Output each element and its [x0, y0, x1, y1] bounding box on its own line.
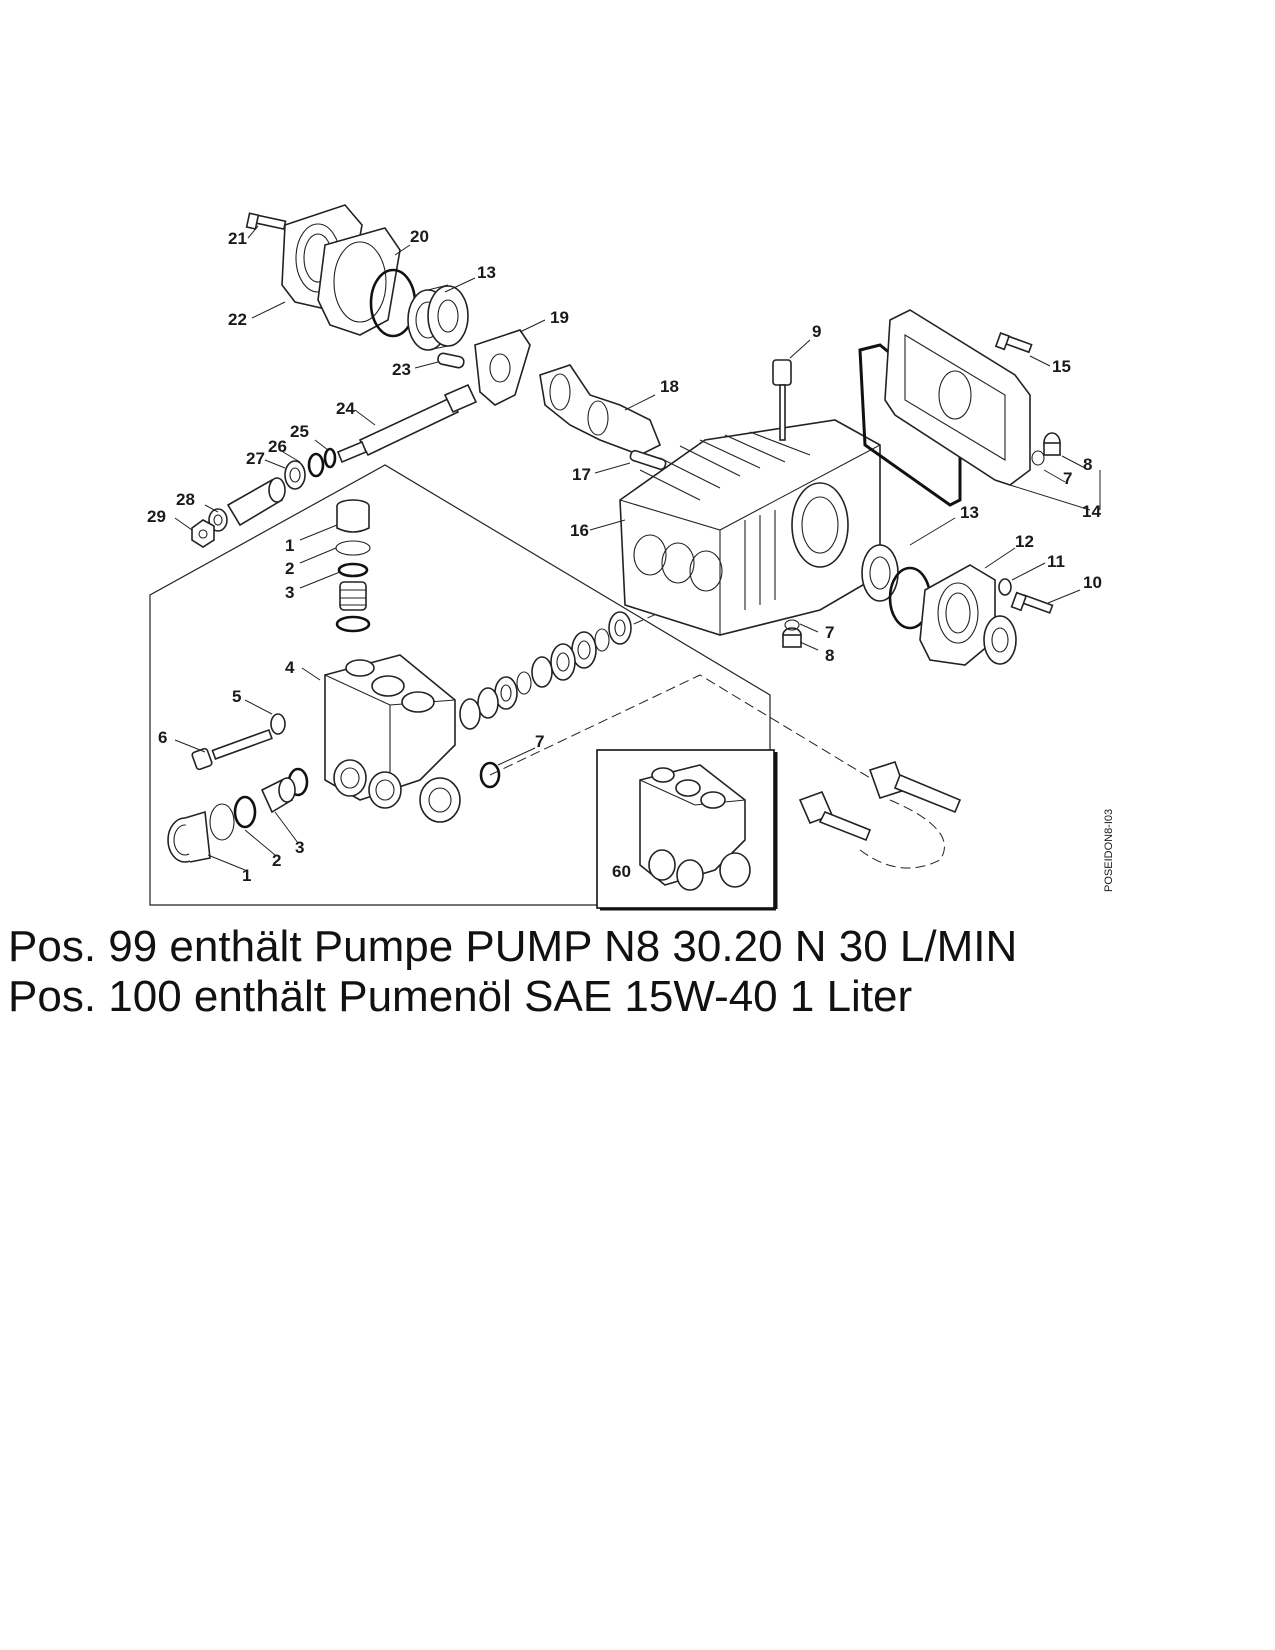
- valve-oring-2-top: [335, 540, 371, 556]
- note-line-2: Pos. 100 enthält Pumenöl SAE 15W-40 1 Li…: [8, 972, 913, 1021]
- washer-11: [998, 578, 1012, 596]
- valve-oring-top-b: [337, 562, 369, 578]
- label-4: 4: [285, 658, 295, 677]
- screw-15: [994, 332, 1033, 354]
- label-26: 26: [268, 437, 287, 456]
- label-7-valve: 7: [535, 732, 544, 751]
- washer-5: [270, 713, 286, 735]
- label-60: 60: [612, 862, 631, 881]
- label-2-top: 2: [285, 559, 294, 578]
- oring-7-top: [1031, 450, 1045, 466]
- label-22: 22: [228, 310, 247, 329]
- label-11: 11: [1047, 552, 1065, 571]
- label-15: 15: [1052, 357, 1071, 376]
- label-7-bottom: 7: [825, 623, 834, 642]
- label-12: 12: [1015, 532, 1034, 551]
- label-2-bottom: 2: [272, 851, 281, 870]
- label-9: 9: [812, 322, 821, 341]
- plug-8-bottom: [782, 627, 802, 648]
- plug-8-top: [1043, 432, 1061, 456]
- oring-7-valve: [479, 761, 501, 789]
- oring-25: [323, 447, 337, 469]
- sleeve-28: [226, 477, 286, 527]
- crankshaft-18: [539, 364, 662, 456]
- valve-oring-bottom-b: [233, 795, 257, 829]
- valve-oring-2-bottom: [209, 803, 235, 841]
- valve-3-bottom: [260, 777, 296, 814]
- nut-29: [191, 519, 215, 548]
- label-8-bottom: 8: [825, 646, 834, 665]
- label-19: 19: [550, 308, 569, 327]
- label-3-bottom: 3: [295, 838, 304, 857]
- label-13-rear: 13: [477, 263, 496, 282]
- bearing-13-rear: [407, 284, 469, 351]
- label-20: 20: [410, 227, 429, 246]
- assembly-lines: [489, 594, 945, 869]
- manifold-4: [324, 654, 461, 823]
- label-16: 16: [570, 521, 589, 540]
- part-labels: 21 20 13 22 19 23 24 25 26 27 28 29 18 1…: [147, 227, 1102, 885]
- dipstick-9: [772, 359, 792, 441]
- pressure-fitting: [868, 761, 962, 814]
- label-1-bottom: 1: [242, 866, 251, 885]
- label-3-top: 3: [285, 583, 294, 602]
- manifold-60: [639, 764, 751, 891]
- cover-14: [884, 309, 1031, 486]
- label-17: 17: [572, 465, 591, 484]
- plunger-seal-set: [459, 611, 632, 730]
- bolt-6: [191, 728, 273, 771]
- key-17: [629, 449, 667, 471]
- oring-26: [307, 452, 325, 478]
- label-8-top: 8: [1083, 455, 1092, 474]
- valve-oring-top-c: [335, 615, 371, 633]
- label-18: 18: [660, 377, 679, 396]
- piston-guide-24: [336, 383, 478, 464]
- label-21: 21: [228, 229, 247, 248]
- label-7-top: 7: [1063, 469, 1072, 488]
- label-13-front: 13: [960, 503, 979, 522]
- label-24: 24: [336, 399, 355, 418]
- label-5: 5: [232, 687, 241, 706]
- label-29: 29: [147, 507, 166, 526]
- bearing-13-front: [861, 544, 899, 602]
- seal-27: [284, 460, 306, 490]
- connecting-rod-19: [474, 329, 531, 406]
- label-6: 6: [158, 728, 167, 747]
- valve-3-top: [339, 581, 367, 611]
- seal-front: [983, 615, 1017, 665]
- sensor-connector: [798, 790, 872, 842]
- label-27: 27: [246, 449, 265, 468]
- label-1-top: 1: [285, 536, 294, 555]
- leader-lines: [174, 225, 1101, 871]
- label-10: 10: [1083, 573, 1102, 592]
- label-25: 25: [290, 422, 309, 441]
- drawing-reference-code: POSEIDON8-I03: [1103, 809, 1115, 892]
- screw-21: [245, 212, 287, 230]
- label-23: 23: [392, 360, 411, 379]
- valve-plug-1-bottom: [167, 810, 211, 863]
- oring-7-bottom: [784, 619, 800, 631]
- screw-10: [1010, 591, 1054, 614]
- label-28: 28: [176, 490, 195, 509]
- label-14: 14: [1082, 502, 1101, 521]
- gasket-14: [858, 343, 962, 507]
- gasket-20: [317, 227, 401, 336]
- crankcase-16: [619, 419, 881, 636]
- valve-plug-1-top: [336, 499, 370, 533]
- note-line-1: Pos. 99 enthält Pumpe PUMP N8 30.20 N 30…: [8, 922, 1018, 971]
- pin-23: [437, 352, 465, 369]
- flange-12: [919, 564, 996, 666]
